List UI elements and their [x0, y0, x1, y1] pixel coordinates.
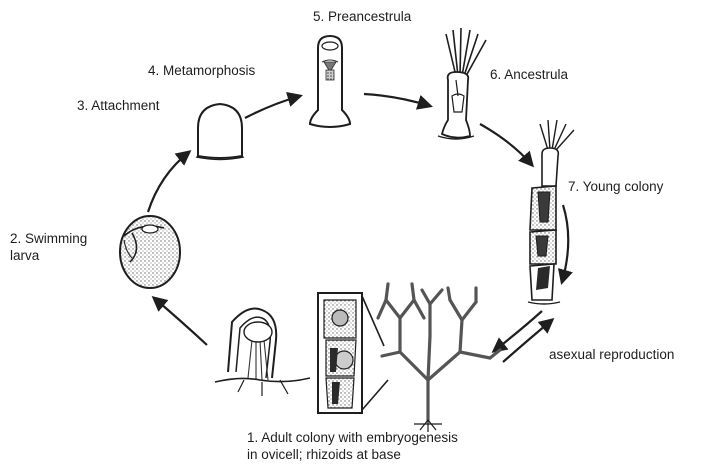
adult-colony-branches [378, 284, 500, 420]
arrow-young-colony-down [562, 205, 568, 282]
asexual-reproduction-label: asexual reproduction [549, 346, 674, 363]
ancestrula-illustration [438, 28, 486, 139]
arrow-attachment-to-metamorphosis [245, 96, 300, 118]
stage-1-line-1: 1. Adult colony with embryogenesis [247, 429, 458, 446]
young-colony-illustration [528, 120, 574, 304]
stage-5-line-1: 5. Preancestrula [313, 8, 411, 25]
preancestrula-illustration [310, 36, 350, 127]
stage-7-line-1: 7. Young colony [568, 178, 663, 195]
stage-1-line-2: in ovicell; rhizoids at base [247, 446, 458, 463]
swimming-larva-illustration [120, 216, 180, 288]
stage-4-line-1: 4. Metamorphosis [148, 62, 255, 79]
stage-4-label: 4. Metamorphosis [148, 62, 255, 79]
stage-5-label: 5. Preancestrula [313, 8, 411, 25]
arrow-metamorphosis-to-ancestrula [364, 94, 430, 106]
stage-7-label: 7. Young colony [568, 178, 663, 195]
arrow-adult-to-larva [154, 298, 207, 345]
arrow-adult-to-young [503, 320, 552, 362]
stage-2-line-2: larva [10, 247, 87, 264]
stage-2-line-1: 2. Swimming [10, 230, 87, 247]
stage-1-label: 1. Adult colony with embryogenesis in ov… [247, 429, 458, 463]
attachment-illustration [196, 104, 244, 160]
stage-3-line-1: 3. Attachment [77, 97, 160, 114]
arrow-young-to-adult [494, 311, 542, 351]
arrow-larva-to-attachment [148, 152, 189, 212]
ovicell-closeup-illustration [215, 309, 310, 397]
stage-6-line-1: 6. Ancestrula [490, 66, 568, 83]
stage-6-label: 6. Ancestrula [490, 66, 568, 83]
stage-2-label: 2. Swimming larva [10, 230, 87, 264]
stage-3-label: 3. Attachment [77, 97, 160, 114]
asexual-reproduction-text: asexual reproduction [549, 346, 674, 363]
magnified-zooid-box [318, 293, 388, 413]
arrow-ancestrula-to-young [480, 124, 532, 165]
